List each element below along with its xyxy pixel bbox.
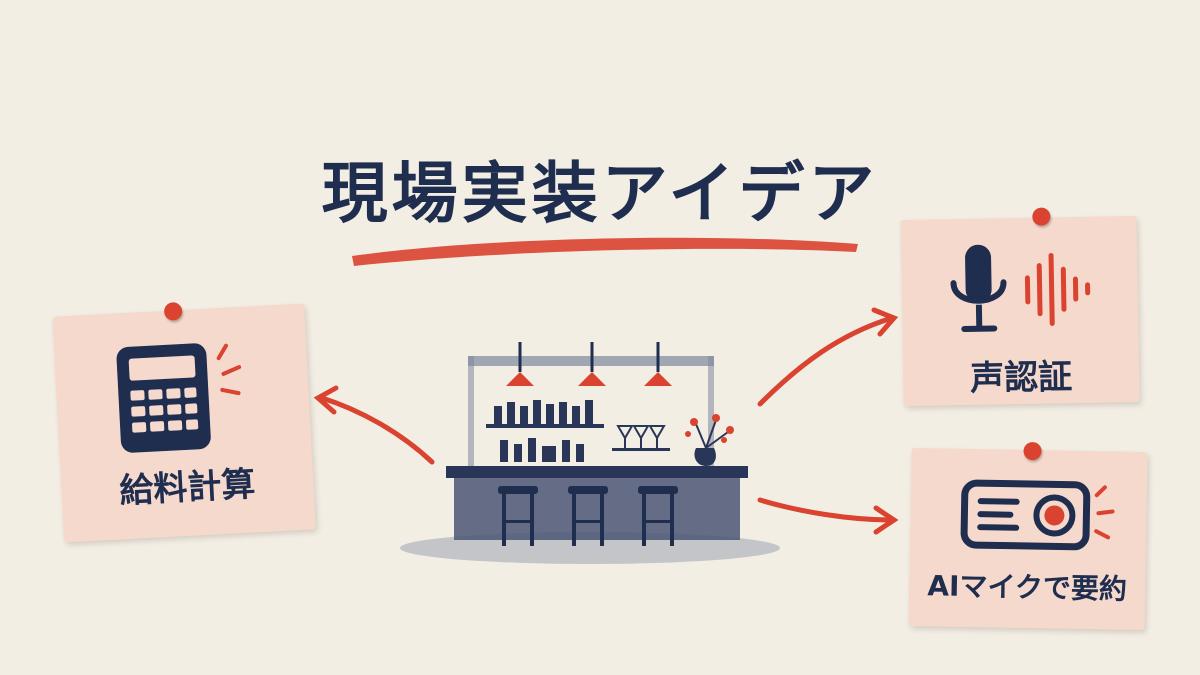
flower-vase	[685, 414, 734, 466]
pin-icon	[1032, 207, 1051, 226]
wine-glasses	[616, 425, 666, 448]
recorder-icon	[960, 479, 1115, 551]
bottle-shelf-upper	[494, 400, 593, 424]
sparkle-icon	[216, 343, 242, 396]
page-title: 現場実装アイデア	[321, 155, 879, 232]
arrow-to-payroll	[313, 385, 435, 465]
note-payroll: 給料計算	[52, 301, 316, 543]
arrow-to-voice	[757, 307, 899, 407]
note-voice-auth: 声認証	[900, 207, 1140, 407]
arrow-to-ai-mic	[757, 497, 899, 535]
title-underline	[352, 237, 858, 266]
pendant-lamp	[506, 342, 534, 386]
note-ai-mic: AIマイクで要約	[908, 441, 1148, 631]
note-label: AIマイクで要約	[927, 569, 1128, 606]
microphone-icon	[950, 244, 1091, 332]
bottle-shelf-lower	[500, 438, 584, 462]
pendant-lamp	[644, 342, 672, 386]
bar-counter-illustration	[400, 342, 780, 564]
sparkle-icon	[1094, 485, 1115, 540]
pin-icon	[1023, 441, 1042, 461]
sound-wave-icon	[1024, 252, 1091, 326]
calculator-icon	[116, 343, 242, 453]
bar-stools	[498, 486, 678, 546]
pendant-lamp	[578, 342, 606, 386]
note-label: 声認証	[969, 357, 1073, 399]
note-label: 給料計算	[118, 464, 257, 512]
pin-icon	[163, 301, 183, 321]
